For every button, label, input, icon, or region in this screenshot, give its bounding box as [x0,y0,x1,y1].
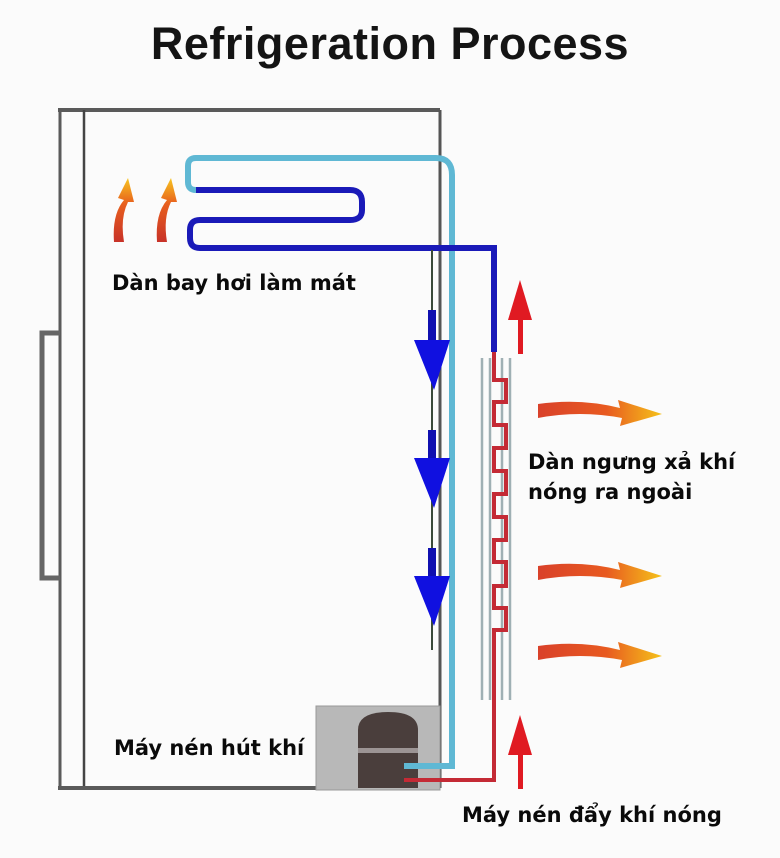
hot-gas-arrow-up-icon [508,715,532,789]
flow-arrows-down [414,310,450,626]
arrow-down-icon [414,430,450,508]
condenser-coil [404,352,508,782]
condenser-label: Dàn ngưng xả khí nóng ra ngoài [528,447,735,508]
heat-wave-arrow-icon [538,562,662,588]
hot-air-arrow-up-icon [508,280,532,354]
fridge-outline [58,108,442,790]
arrow-down-icon [414,310,450,390]
suction-pipe [185,155,455,240]
diagram-title: Refrigeration Process [150,18,630,69]
arrow-down-icon [414,548,450,626]
evaporator-label: Dàn bay hơi làm mát [112,271,356,295]
condenser-label-line2: nóng ra ngoài [528,480,693,505]
compressor-suction-label: Máy nén hút khí [114,736,305,760]
door-handle [39,330,60,581]
warm-air-arrow-icon [156,178,177,242]
warm-air-arrows [113,178,177,242]
warm-air-arrow-icon [113,178,134,242]
heat-wave-arrows [538,400,662,668]
condenser-label-line1: Dàn ngưng xả khí [528,450,736,474]
heat-wave-arrow-icon [538,400,662,426]
heat-wave-arrow-icon [538,642,662,668]
compressor-band [358,748,418,753]
suction-return-pipe [404,175,455,769]
condenser-fins [480,358,512,700]
evaporator-coil [187,187,497,352]
compressor-discharge-label: Máy nén đẩy khí nóng [462,803,722,827]
